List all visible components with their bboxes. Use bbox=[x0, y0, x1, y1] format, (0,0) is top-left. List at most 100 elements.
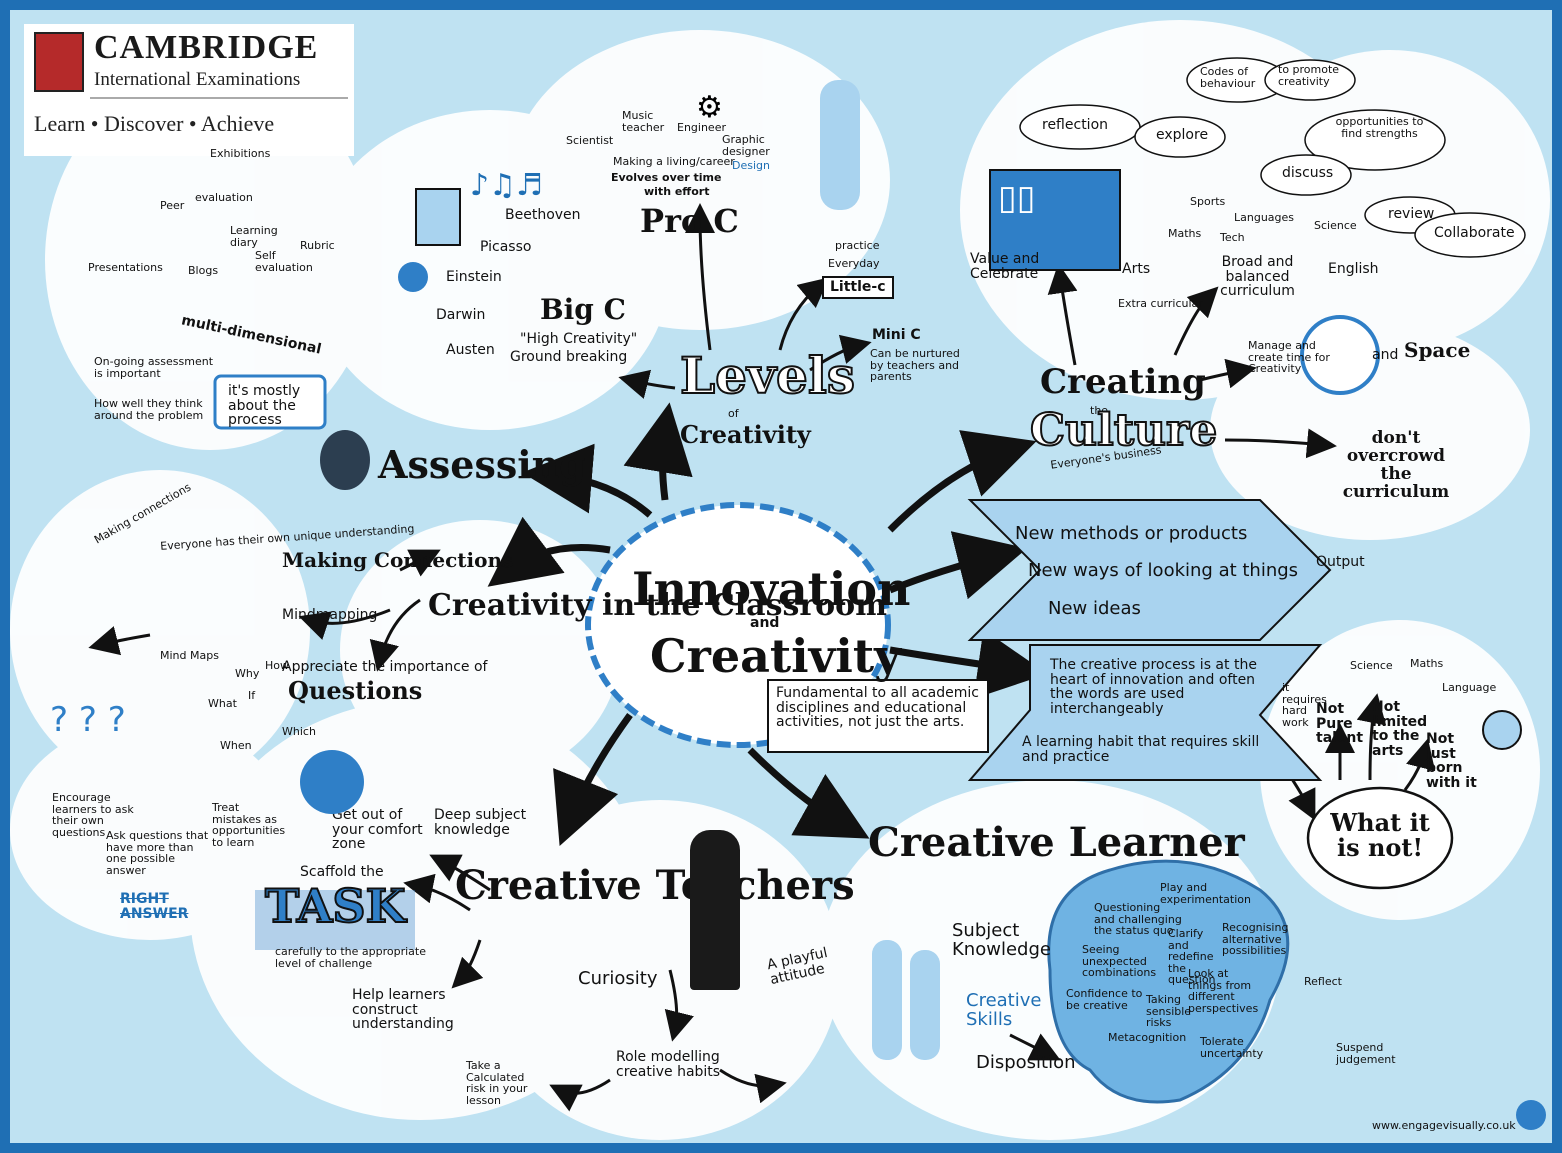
learner-title: Creative Learner bbox=[868, 819, 1245, 866]
what-not-item: Not limited to the arts bbox=[1372, 699, 1428, 760]
brain-label: Clarify and redefine the question bbox=[1168, 927, 1216, 987]
output-item: New ideas bbox=[1048, 598, 1141, 619]
culture-warning: don't overcrowd the curriculum bbox=[1342, 428, 1450, 502]
curriculum-subject: Sports bbox=[1190, 195, 1226, 208]
assessing-item: Blogs bbox=[188, 264, 219, 277]
definition-item: The creative process is at the heart of … bbox=[1050, 657, 1257, 718]
culture-cloud: opportunities to find strengths bbox=[1335, 115, 1424, 140]
pro-c-desc: with effort bbox=[644, 185, 710, 198]
classroom-maps: Mind Maps bbox=[160, 649, 219, 662]
teachers-risk: Take a Calculated risk in your lesson bbox=[466, 1059, 528, 1107]
culture-value: Value and Celebrate bbox=[970, 251, 1040, 282]
assessing-item: Presentations bbox=[88, 261, 163, 274]
classroom-ask: Ask questions that have more than one po… bbox=[106, 829, 209, 877]
culture-the: the bbox=[1090, 404, 1109, 417]
assessing-item: Learning diary bbox=[230, 224, 278, 249]
culture-cloud: to promote creativity bbox=[1278, 63, 1340, 88]
curriculum-subject: Extra curricular bbox=[1118, 297, 1203, 310]
brain-label: Reflect bbox=[1304, 975, 1342, 988]
branch-arrows bbox=[88, 203, 1436, 1112]
pro-c-role: Design bbox=[732, 159, 770, 172]
culture-cloud: discuss bbox=[1282, 165, 1334, 181]
teachers-deep: Deep subject knowledge bbox=[434, 807, 527, 838]
student-figure bbox=[320, 430, 370, 490]
teachers-help: Help learners construct understanding bbox=[352, 987, 454, 1033]
culture-space: Space bbox=[1404, 338, 1471, 362]
task-block bbox=[255, 890, 415, 950]
brain-label: Suspend judgement bbox=[1336, 1041, 1396, 1066]
assessing-note: On-going assessment is important bbox=[94, 355, 214, 380]
culture-cloud: Codes of behaviour bbox=[1200, 65, 1256, 90]
learner-item: Subject Knowledge bbox=[952, 920, 1051, 960]
teacher-figure bbox=[690, 830, 740, 990]
teachers-title: Creative Teachers bbox=[455, 862, 855, 909]
mini-c-title: Mini C bbox=[872, 327, 921, 343]
question-prompt: Why bbox=[235, 667, 260, 680]
question-prompt: Which bbox=[282, 725, 316, 738]
culture-time: Manage and create time for Creativity bbox=[1248, 339, 1330, 376]
clock-illustration bbox=[1300, 315, 1380, 395]
output-item: New methods or products bbox=[1015, 523, 1248, 544]
big-c-name: Austen bbox=[446, 342, 495, 358]
assessing-item: Exhibitions bbox=[210, 147, 271, 160]
what-not-subject: Language bbox=[1442, 681, 1497, 694]
question-prompt: What bbox=[208, 697, 237, 710]
culture-cloud: reflection bbox=[1042, 117, 1109, 133]
note-box bbox=[767, 679, 989, 753]
apple-icon bbox=[398, 262, 428, 292]
curriculum-subject: English bbox=[1328, 261, 1379, 277]
what-not-item: it requires hard work bbox=[1282, 681, 1327, 729]
gear-icon: ⚙ bbox=[696, 90, 723, 125]
assessing-bubble: it's mostly about the process bbox=[228, 383, 301, 429]
engage-visually-logo-icon bbox=[1516, 1100, 1546, 1130]
what-not-bubble bbox=[1306, 786, 1454, 890]
pro-c-desc: Making a living/career bbox=[613, 155, 735, 168]
curriculum-label: Broad and balanced curriculum bbox=[1220, 254, 1295, 300]
learner-item: Creative Skills bbox=[966, 990, 1042, 1030]
big-c-desc: Ground breaking bbox=[510, 349, 628, 365]
mindmap-background bbox=[10, 20, 1550, 1140]
center-note: Fundamental to all academic disciplines … bbox=[776, 685, 979, 731]
what-not-subject: Science bbox=[1350, 659, 1393, 672]
big-c-name: Picasso bbox=[480, 239, 532, 255]
question-prompt: When bbox=[220, 739, 252, 752]
painting-icon bbox=[415, 188, 461, 246]
brain-label: Recognising alternative possibilities bbox=[1222, 921, 1289, 958]
classroom-right-answer: RIGHT ANSWER bbox=[120, 891, 189, 922]
brain-label: Play and experimentation bbox=[1160, 881, 1251, 906]
culture-cloud: review bbox=[1388, 206, 1435, 222]
what-not-item: Not just born with it bbox=[1426, 731, 1477, 792]
cambridge-shield-icon bbox=[34, 32, 84, 92]
output-label: Output bbox=[1316, 554, 1365, 570]
classroom-encourage: Encourage learners to ask their own ques… bbox=[52, 791, 134, 839]
mini-c-desc: Can be nurtured by teachers and parents bbox=[870, 347, 960, 384]
curriculum-subject: Arts bbox=[1122, 261, 1151, 277]
little-c-practice: practice bbox=[835, 239, 880, 252]
curriculum-subject: Languages bbox=[1234, 211, 1295, 224]
thought-clouds bbox=[1019, 57, 1526, 258]
baby-face-icon bbox=[1482, 710, 1522, 750]
pro-c-role: Graphic designer bbox=[722, 133, 770, 158]
classroom-title: Creativity in the Classroom bbox=[428, 588, 887, 623]
little-c-title: Little-c bbox=[822, 276, 894, 299]
levels-title: Levels bbox=[679, 346, 856, 405]
teachers-scaffold: Scaffold the bbox=[300, 864, 384, 880]
what-not-item: Not Pure talent bbox=[1316, 701, 1364, 747]
classroom-making: Making Connections bbox=[282, 548, 514, 572]
learner-item: Disposition bbox=[976, 1052, 1076, 1073]
culture-title: Creating bbox=[1040, 362, 1206, 402]
assessing-note: How well they think around the problem bbox=[94, 397, 204, 422]
brain-label: Look at things from different perspectiv… bbox=[1188, 967, 1259, 1015]
violinist-figure bbox=[820, 80, 860, 210]
learner-figure bbox=[872, 940, 902, 1060]
mindmap-canvas: CAMBRIDGE International Examinations Lea… bbox=[10, 10, 1552, 1143]
music-notes-icon: ♪♫♬ bbox=[470, 168, 543, 203]
door-illustration bbox=[989, 169, 1121, 271]
brain-label: Seeing unexpected combinations bbox=[1082, 943, 1157, 980]
output-item: New ways of looking at things bbox=[1028, 560, 1299, 581]
levels-of: of bbox=[728, 407, 739, 420]
teachers-task: TASK bbox=[264, 879, 407, 933]
pro-c-title: Pro C bbox=[640, 202, 739, 240]
questions-word: Questions bbox=[288, 676, 423, 705]
curriculum-subject: Tech bbox=[1220, 231, 1245, 244]
